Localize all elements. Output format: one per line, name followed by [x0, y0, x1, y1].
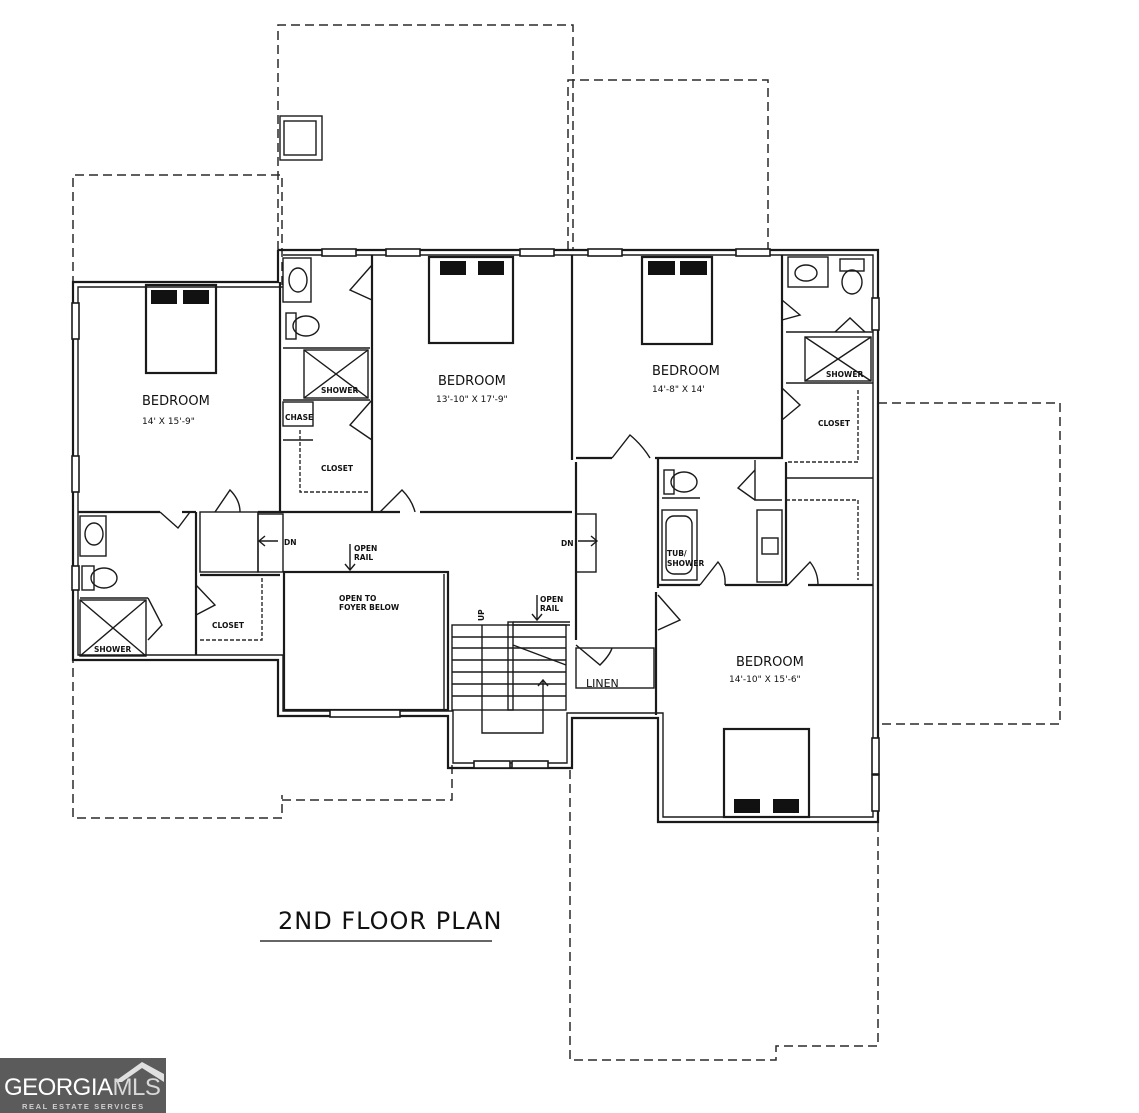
doors: [147, 264, 866, 666]
tub-shower-label-1: TUB/: [667, 549, 687, 558]
open-rail-right-2: RAIL: [540, 604, 559, 613]
bed-north-center: [427, 255, 515, 345]
logo-brand-accent: MLS: [112, 1074, 161, 1101]
bed-south-east: [722, 727, 811, 819]
chimney: [279, 115, 323, 161]
georgia-mls-logo: GEORGIAMLS REAL ESTATE SERVICES: [0, 1058, 166, 1113]
open-rail-right-1: OPEN: [540, 595, 563, 604]
bedroom-north-center-dims: 13'-10" X 17'-9": [436, 395, 508, 405]
bed-north-east: [640, 255, 714, 346]
up-label: UP: [477, 609, 486, 621]
plan-title-block: 2ND FLOOR PLAN: [260, 907, 503, 942]
bedroom-north-east-name: BEDROOM: [652, 364, 720, 379]
stair-treads: [452, 636, 566, 697]
open-to-foyer-2: FOYER BELOW: [339, 603, 400, 612]
shower-label-w: SHOWER: [94, 645, 131, 654]
down-label-left: DN: [284, 538, 297, 547]
logo-wordmark: GEORGIAMLS: [4, 1074, 161, 1102]
closet-label-nw: CLOSET: [321, 464, 354, 473]
interior-walls: [78, 255, 873, 734]
shower-label-ne: SHOWER: [826, 370, 863, 379]
logo-brand-main: GEORGIA: [4, 1074, 113, 1101]
open-to-foyer-1: OPEN TO: [339, 594, 376, 603]
chase-label: CHASE: [285, 413, 313, 422]
bedroom-west-name: BEDROOM: [142, 394, 210, 409]
room-labels: BEDROOM 14' X 15'-9" BEDROOM 13'-10" X 1…: [94, 364, 863, 690]
windows: [71, 248, 880, 812]
open-rail-left-1: OPEN: [354, 544, 377, 553]
down-label-right: DN: [561, 539, 574, 548]
open-rail-left-2: RAIL: [354, 553, 373, 562]
bedroom-west-dims: 14' X 15'-9": [142, 417, 195, 427]
fixtures: [79, 256, 872, 657]
direction-arrows: [257, 535, 599, 622]
bedroom-north-center-name: BEDROOM: [438, 374, 506, 389]
plan-title: 2ND FLOOR PLAN: [278, 907, 503, 935]
bedroom-north-east-dims: 14'-8" X 14': [652, 385, 705, 395]
bed-west: [144, 283, 218, 375]
lower-roof-outlines: [72, 24, 1061, 1061]
logo-tagline: REAL ESTATE SERVICES: [22, 1102, 145, 1111]
closet-label-ne: CLOSET: [818, 419, 851, 428]
shower-label-nw: SHOWER: [321, 386, 358, 395]
bedroom-south-east-dims: 14'-10" X 15'-6": [729, 675, 801, 685]
linen-label: LINEN: [586, 677, 619, 690]
roof-icon: [114, 1062, 164, 1082]
tub-shower-label-2: SHOWER: [667, 559, 704, 568]
bedroom-south-east-name: BEDROOM: [736, 655, 804, 670]
closet-label-w: CLOSET: [212, 621, 245, 630]
